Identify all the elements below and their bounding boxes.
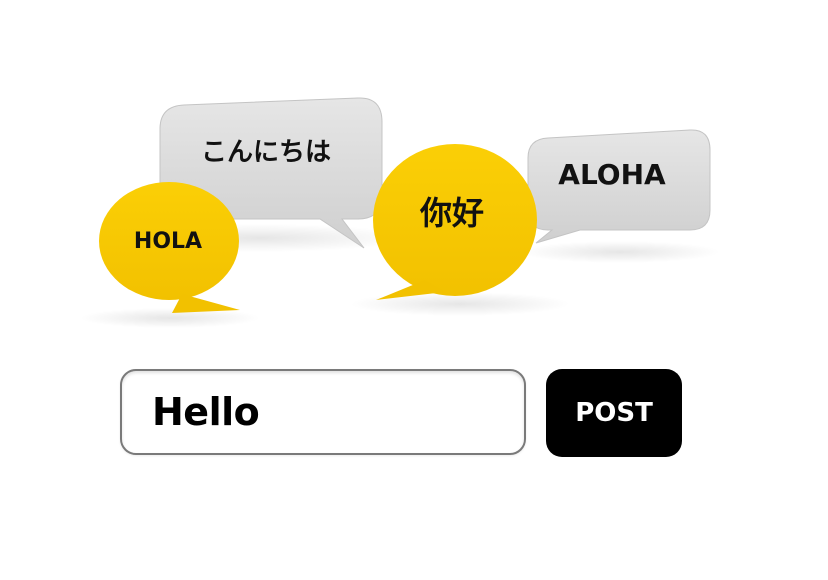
bubble-aloha: ALOHA (527, 129, 711, 244)
post-button[interactable]: POST (546, 369, 682, 457)
speech-bubbles-illustration: こんにちは ALOHA HOLA 你好 (80, 97, 720, 328)
bubble-nihao: 你好 (373, 144, 537, 300)
bubble-hola-label: HOLA (134, 229, 202, 254)
bubble-nihao-label: 你好 (419, 194, 484, 232)
bubble-hola: HOLA (99, 182, 240, 313)
message-input-value: Hello (152, 390, 260, 434)
message-input[interactable]: Hello (120, 369, 526, 455)
bubble-konnichiwa-label: こんにちは (201, 138, 331, 168)
bubble-aloha-label: ALOHA (558, 158, 666, 191)
